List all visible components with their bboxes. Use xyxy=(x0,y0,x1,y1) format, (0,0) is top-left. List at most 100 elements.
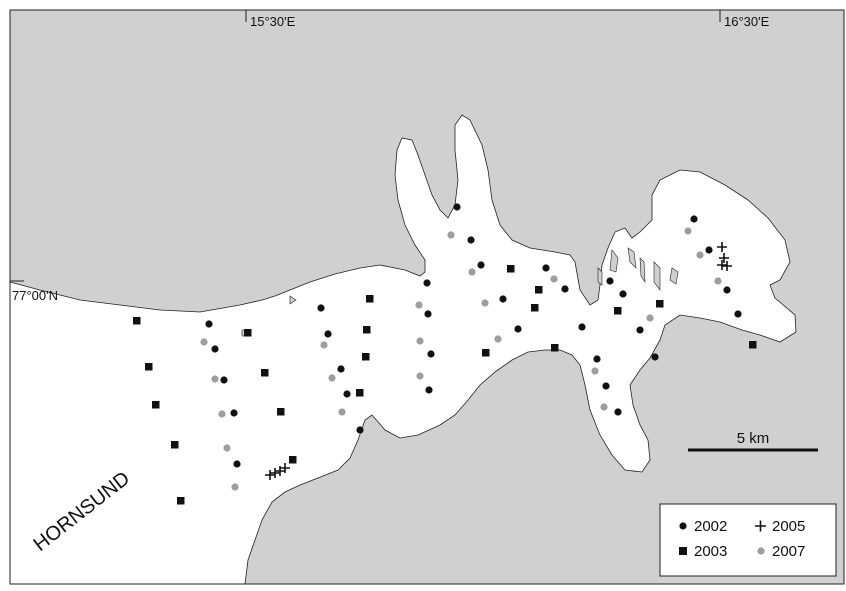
legend-label-2002: 2002 xyxy=(694,518,727,535)
station-2002 xyxy=(477,261,485,269)
station-2003 xyxy=(152,401,160,409)
latitude-label: 77°00'N xyxy=(12,288,58,303)
legend-box xyxy=(659,503,837,577)
station-2002 xyxy=(561,285,569,293)
station-2003 xyxy=(366,295,374,303)
station-2003 xyxy=(362,353,370,361)
longitude-label-east: 16°30'E xyxy=(724,14,770,29)
station-2007 xyxy=(416,372,424,380)
island xyxy=(289,295,297,305)
island xyxy=(669,267,679,285)
station-2003 xyxy=(551,344,559,352)
station-2007 xyxy=(231,483,239,491)
station-2007 xyxy=(200,338,208,346)
legend-label-2005: 2005 xyxy=(772,518,805,535)
legend-label-2003: 2003 xyxy=(694,543,727,560)
station-2002 xyxy=(619,290,627,298)
station-2007 xyxy=(550,275,558,283)
station-2007 xyxy=(714,277,722,285)
station-2002 xyxy=(606,277,614,285)
station-2002 xyxy=(636,326,644,334)
station-2003 xyxy=(656,300,664,308)
station-2002 xyxy=(211,345,219,353)
station-2003 xyxy=(261,369,269,377)
station-2002 xyxy=(705,246,713,254)
legend-label-2007: 2007 xyxy=(772,543,805,560)
station-2002 xyxy=(499,295,507,303)
island xyxy=(597,267,603,286)
station-2007 xyxy=(481,299,489,307)
station-2002 xyxy=(578,323,586,331)
station-2002 xyxy=(356,426,364,434)
station-2003 xyxy=(531,304,539,312)
longitude-label-west: 15°30'E xyxy=(250,14,296,29)
station-2007 xyxy=(684,227,692,235)
station-2002 xyxy=(230,409,238,417)
station-2002 xyxy=(593,355,601,363)
station-2007 xyxy=(646,314,654,322)
station-2003 xyxy=(356,389,364,397)
station-2002 xyxy=(233,460,241,468)
station-2002 xyxy=(220,376,228,384)
island xyxy=(627,247,637,269)
station-2003 xyxy=(177,497,185,505)
station-2002 xyxy=(424,310,432,318)
station-2002 xyxy=(690,215,698,223)
station-2007 xyxy=(338,408,346,416)
legend: 2002 2005 2003 2007 xyxy=(659,503,837,577)
legend-marker-2007 xyxy=(757,547,765,555)
station-2007 xyxy=(696,251,704,259)
station-2002 xyxy=(425,386,433,394)
scale-bar-label: 5 km xyxy=(737,430,770,447)
station-2002 xyxy=(514,325,522,333)
station-2007 xyxy=(218,410,226,418)
station-2007 xyxy=(494,335,502,343)
station-2003 xyxy=(289,456,297,464)
station-2007 xyxy=(447,231,455,239)
station-2002 xyxy=(602,382,610,390)
station-2002 xyxy=(423,279,431,287)
fjord-water xyxy=(9,114,797,585)
scale-bar: 5 km xyxy=(688,430,818,452)
station-2002 xyxy=(453,203,461,211)
station-2003 xyxy=(363,326,371,334)
station-2007 xyxy=(415,301,423,309)
station-2003 xyxy=(277,408,285,416)
station-2007 xyxy=(223,444,231,452)
station-2002 xyxy=(427,350,435,358)
station-2007 xyxy=(328,374,336,382)
station-2003 xyxy=(749,341,757,349)
station-2007 xyxy=(591,367,599,375)
island xyxy=(609,249,619,273)
island xyxy=(639,257,646,284)
station-2003 xyxy=(244,329,252,337)
station-2002 xyxy=(205,320,213,328)
station-2002 xyxy=(324,330,332,338)
station-2002 xyxy=(734,310,742,318)
station-2007 xyxy=(320,341,328,349)
island xyxy=(653,261,661,291)
station-2003 xyxy=(133,317,141,325)
sampling-stations xyxy=(133,203,757,505)
station-2003 xyxy=(171,441,179,449)
station-2002 xyxy=(317,304,325,312)
station-2002 xyxy=(614,408,622,416)
legend-marker-2002 xyxy=(679,522,687,530)
station-2002 xyxy=(542,264,550,272)
station-2003 xyxy=(145,363,153,371)
station-2002 xyxy=(467,236,475,244)
map-frame xyxy=(9,9,845,585)
legend-marker-2005 xyxy=(755,520,766,532)
station-2002 xyxy=(337,365,345,373)
station-2003 xyxy=(614,307,622,315)
station-2007 xyxy=(468,268,476,276)
station-2003 xyxy=(535,286,543,294)
station-2005-cluster-east xyxy=(717,242,732,271)
station-2007 xyxy=(416,337,424,345)
station-2003 xyxy=(482,349,490,357)
station-2005-cluster-west xyxy=(265,463,290,480)
station-2003 xyxy=(507,265,515,273)
station-2002 xyxy=(651,353,659,361)
